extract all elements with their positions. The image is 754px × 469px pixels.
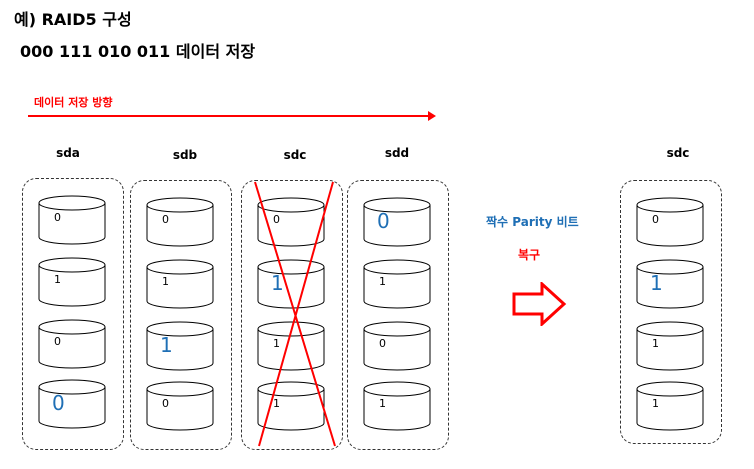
disk-block: 0	[146, 381, 214, 431]
parity-bit-value: 0	[377, 209, 390, 233]
direction-label: 데이터 저장 방향	[34, 96, 113, 109]
disk-block: 1	[146, 321, 214, 371]
parity-label: 짝수 Parity 비트	[486, 215, 579, 229]
data-bit-value: 0	[652, 213, 659, 226]
disk-block: 1	[636, 259, 704, 309]
data-bit-value: 1	[379, 275, 386, 288]
disk-group-sdd: 0 1 0 1	[347, 180, 449, 450]
disk-block: 0	[257, 197, 325, 247]
data-bit-value: 1	[273, 337, 280, 350]
data-bit-value: 1	[273, 397, 280, 410]
disk-label-sda: sda	[56, 146, 80, 160]
disk-group-sdb: 0 1 1 0	[130, 180, 232, 450]
disk-label-recovered: sdc	[666, 146, 690, 160]
disk-block: 1	[363, 381, 431, 431]
disk-block: 0	[363, 321, 431, 371]
data-bit-value: 0	[162, 397, 169, 410]
data-bit-value: 0	[54, 211, 61, 224]
disk-block: 1	[257, 259, 325, 309]
disk-block: 1	[636, 381, 704, 431]
data-bit-value: 1	[379, 397, 386, 410]
disk-block: 1	[146, 259, 214, 309]
disk-block: 0	[38, 195, 106, 245]
failure-cross-icon	[254, 181, 336, 447]
data-bit-value: 0	[379, 337, 386, 350]
disk-label-sdc: sdc	[283, 148, 307, 162]
disk-block: 0	[363, 197, 431, 247]
data-bit-value: 1	[162, 275, 169, 288]
data-bit-value: 0	[54, 335, 61, 348]
restore-arrow-icon	[512, 282, 567, 326]
disk-block: 0	[146, 197, 214, 247]
data-bit-value: 0	[273, 213, 280, 226]
disk-block: 0	[38, 319, 106, 369]
disk-block: 0	[38, 379, 106, 429]
disk-block: 1	[636, 321, 704, 371]
direction-arrow-line	[28, 115, 430, 117]
parity-bit-value: 0	[52, 391, 65, 415]
page-subtitle: 000 111 010 011 데이터 저장	[20, 42, 256, 61]
page-title: 예) RAID5 구성	[14, 10, 132, 29]
data-bit-value: 1	[652, 397, 659, 410]
data-bit-value: 1	[652, 337, 659, 350]
disk-label-sdb: sdb	[172, 148, 198, 162]
parity-bit-value: 1	[650, 271, 663, 295]
disk-block: 1	[38, 257, 106, 307]
disk-block: 0	[636, 197, 704, 247]
data-bit-value: 1	[54, 273, 61, 286]
restore-label: 복구	[518, 248, 541, 262]
disk-block: 1	[363, 259, 431, 309]
parity-bit-value: 1	[271, 271, 284, 295]
disk-group-sda: 0 1 0 0	[22, 178, 124, 450]
disk-group-recovered: 0 1 1 1	[620, 180, 722, 444]
parity-bit-value: 1	[160, 333, 173, 357]
disk-label-sdd: sdd	[384, 146, 410, 160]
data-bit-value: 0	[162, 213, 169, 226]
direction-arrow-head	[428, 111, 436, 121]
